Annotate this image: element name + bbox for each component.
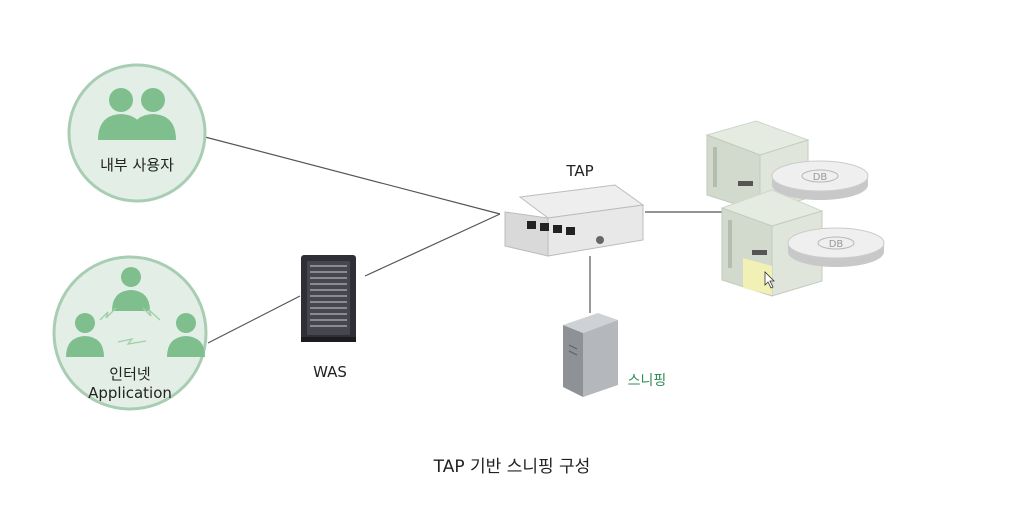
network-users-icon xyxy=(66,267,205,357)
db-disk-icon-2 xyxy=(787,227,885,267)
internet-application-circle xyxy=(52,255,208,411)
db-server-icon-2 xyxy=(720,189,824,297)
tap-label: TAP xyxy=(566,162,594,180)
tap-port-2 xyxy=(540,223,549,231)
line-app-to-was xyxy=(207,295,301,344)
tap-port-4 xyxy=(566,227,575,235)
internal-users-node xyxy=(67,63,207,203)
db-disk-label-1: DB xyxy=(813,172,828,183)
tap-port-1 xyxy=(527,221,536,229)
connection-lines xyxy=(204,136,722,344)
tap-device-icon xyxy=(504,184,645,257)
tap-port-3 xyxy=(553,225,562,233)
line-users-to-tap xyxy=(204,136,501,215)
was-label: WAS xyxy=(313,363,347,381)
mouse-cursor-icon xyxy=(764,271,775,289)
db-disk-label-2: DB xyxy=(829,239,844,250)
sniffing-label: 스니핑 xyxy=(627,373,667,389)
sniffing-device-icon xyxy=(563,313,618,397)
internet-app-label-line1: 인터넷 xyxy=(109,365,151,383)
internal-users-label: 내부 사용자 xyxy=(100,156,174,174)
internet-app-label-line2: Application xyxy=(88,384,172,402)
users-group-icon xyxy=(98,88,176,140)
db-disk-icon-1 xyxy=(771,160,869,200)
was-server-icon xyxy=(301,255,356,342)
diagram-caption: TAP 기반 스니핑 구성 xyxy=(433,457,591,477)
internet-application-node xyxy=(52,255,208,411)
network-zigzag-icon xyxy=(99,307,161,345)
line-was-to-tap xyxy=(364,213,501,277)
